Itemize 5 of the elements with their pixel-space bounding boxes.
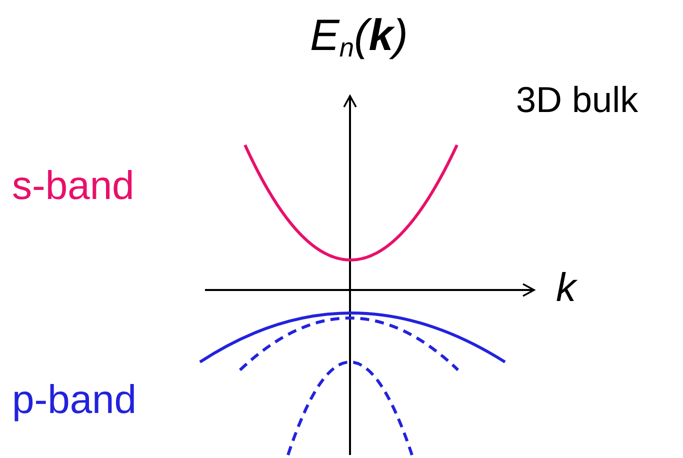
band-label: p-band <box>12 380 137 420</box>
axis-label: k <box>556 268 576 308</box>
dimension-label: 3D bulk <box>516 82 638 118</box>
axis-title: E$_{n}$(k) <box>310 14 408 61</box>
band-label: s-band <box>12 166 134 206</box>
